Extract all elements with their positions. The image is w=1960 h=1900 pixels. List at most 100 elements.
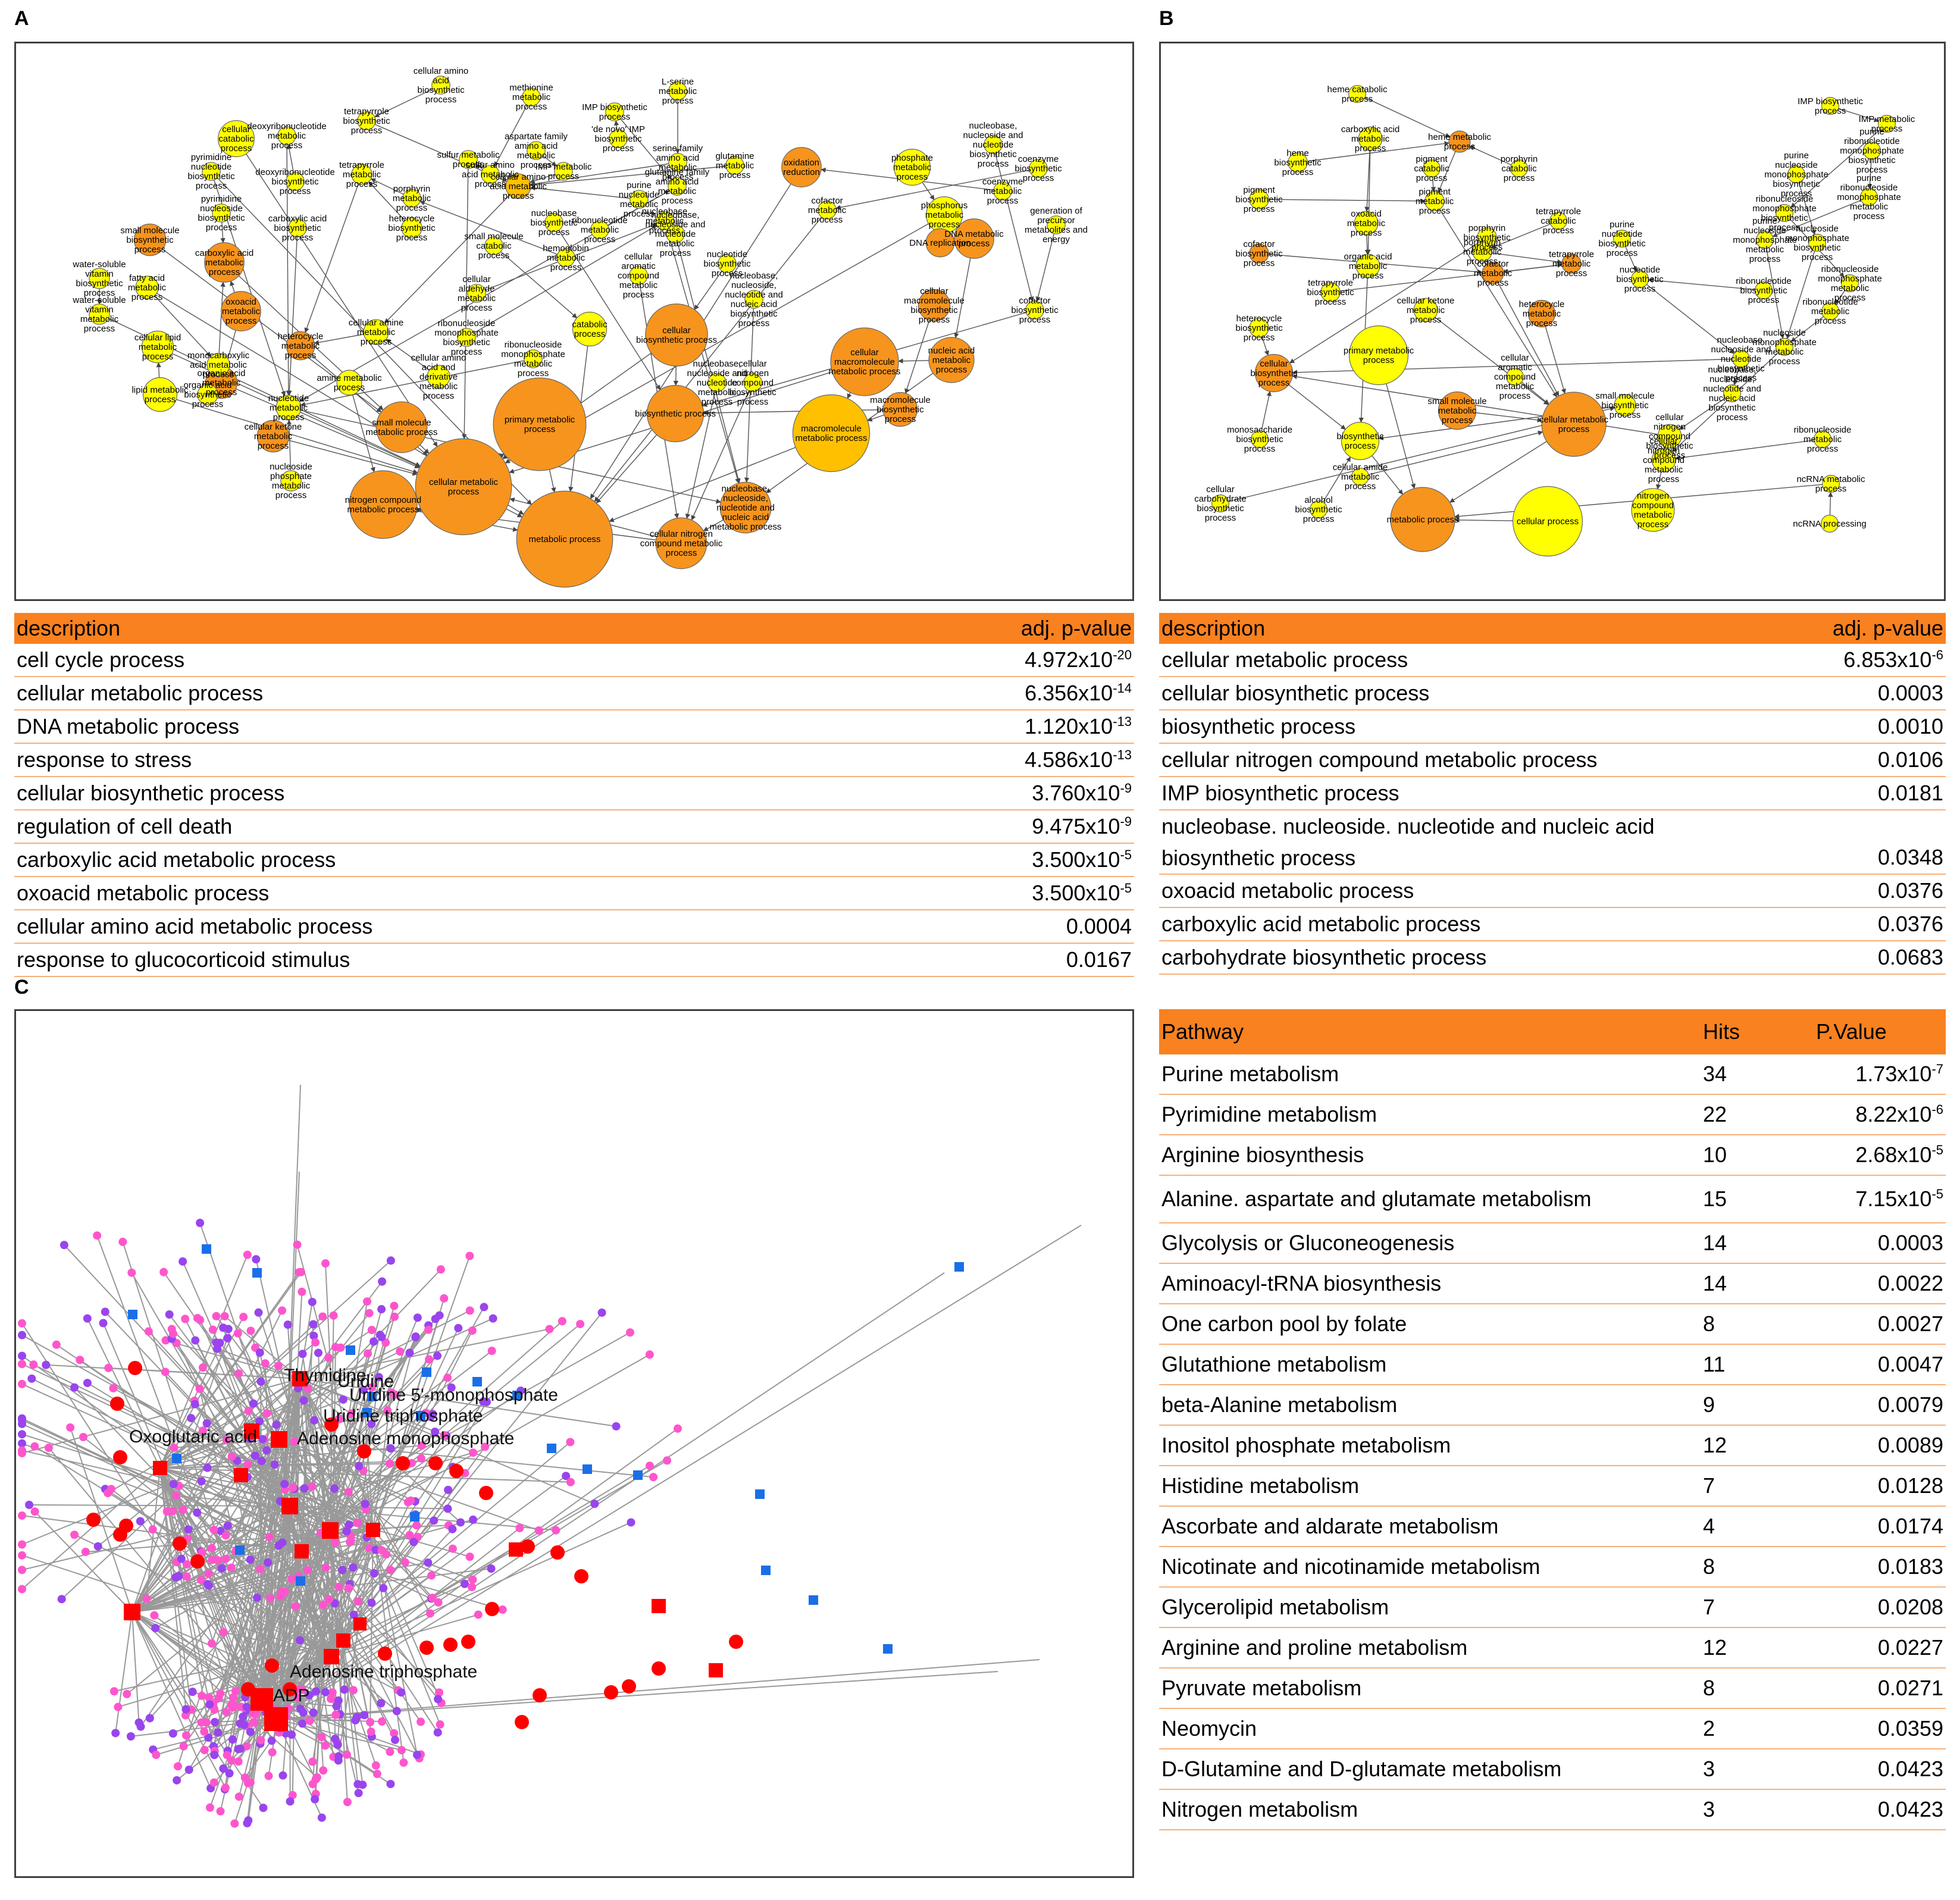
gene-node — [424, 1558, 433, 1567]
gene-node — [182, 1572, 191, 1581]
gene-node — [312, 1687, 321, 1696]
gene-node — [663, 1456, 672, 1465]
metabolite-node — [190, 1554, 205, 1569]
row-pathway: Aminoacyl-tRNA biosynthesis — [1161, 1271, 1442, 1295]
gene-node — [324, 1353, 333, 1362]
gene-node — [18, 1551, 26, 1560]
gene-node — [303, 1384, 312, 1393]
gene-node — [427, 1571, 436, 1580]
gene-node — [251, 1451, 259, 1460]
gene-node — [318, 1312, 327, 1321]
gene-node — [202, 1419, 211, 1428]
gene-node — [30, 1507, 39, 1516]
p-value: 0.0181 — [1877, 781, 1943, 805]
edge — [1289, 237, 1488, 364]
header-hits: Hits — [1703, 1019, 1740, 1044]
go-term-node — [668, 153, 687, 172]
row-pathway: Nicotinate and nicotinamide metabolism — [1161, 1554, 1541, 1579]
gene-node — [405, 1530, 414, 1539]
go-term-node — [459, 150, 478, 169]
go-term-node — [818, 201, 837, 220]
edge — [224, 1316, 300, 1379]
go-term-node — [349, 470, 418, 539]
go-term-node — [1820, 514, 1839, 533]
edge — [21, 1505, 290, 1571]
row-description: nucleobase. nucleoside. nucleotide and n… — [1161, 814, 1655, 870]
p-value-exponent: -20 — [1113, 647, 1132, 662]
gene-node — [566, 1438, 575, 1447]
gene-node — [200, 1746, 209, 1755]
gene-node — [309, 1320, 318, 1329]
edge — [1796, 174, 1816, 236]
gene-node — [187, 1414, 196, 1423]
go-term-node — [402, 189, 421, 208]
edge — [1491, 220, 1559, 249]
metabolite-square — [295, 1544, 309, 1558]
gene-node — [390, 1735, 399, 1744]
pathway-node — [128, 1310, 137, 1319]
p-value: 0.0027 — [1877, 1311, 1943, 1336]
gene-node — [370, 1569, 378, 1577]
row-hits: 4 — [1703, 1514, 1715, 1538]
gene-node — [649, 1473, 658, 1482]
edge — [34, 1511, 133, 1613]
go-term-node — [1211, 494, 1229, 512]
gene-node — [136, 1722, 145, 1731]
edge — [218, 281, 226, 365]
gene-node — [255, 1348, 264, 1357]
header-pvalue: P.Value — [1816, 1019, 1887, 1044]
go-term-node — [286, 172, 305, 191]
gene-node — [123, 1689, 131, 1698]
gene-node — [83, 1314, 92, 1323]
gene-node — [29, 1360, 38, 1369]
panel-label-b: B — [1159, 7, 1174, 30]
go-term-node — [544, 213, 563, 232]
row-pathway: Nitrogen metabolism — [1161, 1797, 1358, 1821]
go-term-node — [481, 165, 500, 184]
p-value: 8.22x10-6 — [1855, 1102, 1943, 1126]
gene-node — [253, 1593, 262, 1602]
go-term-node — [288, 218, 307, 237]
row-description: carboxylic acid metabolic process — [17, 847, 336, 872]
edge — [1541, 313, 1566, 394]
gene-node — [114, 1702, 123, 1711]
gene-node — [216, 1807, 225, 1816]
row-description: regulation of cell death — [17, 814, 233, 838]
gene-node — [220, 1311, 229, 1320]
edge — [331, 1614, 479, 1657]
gene-node — [436, 1720, 444, 1729]
go-term-node — [133, 223, 167, 256]
gene-node — [256, 1736, 265, 1745]
gene-node — [197, 1718, 206, 1727]
edge — [301, 1551, 334, 1757]
p-value: 3.500x10-5 — [1032, 847, 1132, 872]
go-term-node — [1723, 384, 1741, 402]
row-hits: 34 — [1703, 1062, 1727, 1086]
gene-node — [321, 1688, 330, 1696]
gene-node — [367, 1326, 376, 1335]
gene-node — [386, 1566, 395, 1575]
edge — [331, 1337, 417, 1657]
row-hits: 7 — [1703, 1595, 1715, 1619]
edge — [331, 1656, 402, 1694]
